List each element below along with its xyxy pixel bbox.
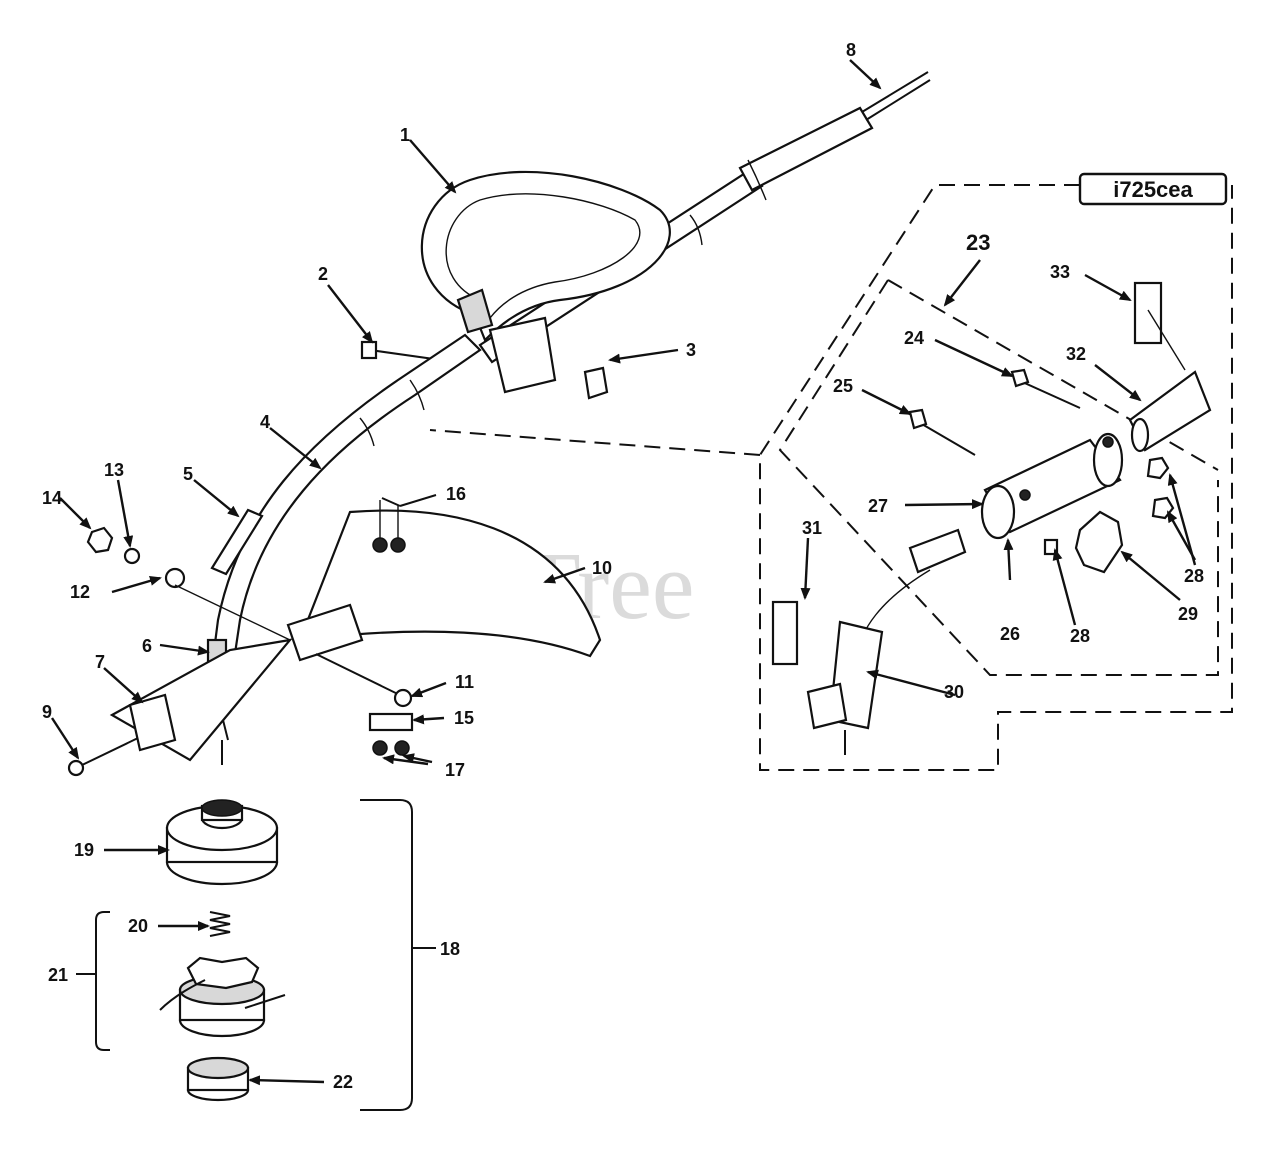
callout-1: 1 <box>400 125 410 145</box>
callout-arrows <box>50 59 1197 1086</box>
label-5 <box>210 508 264 576</box>
callout-8: 8 <box>846 40 856 60</box>
spring-20 <box>209 911 231 937</box>
nut-16b <box>390 537 406 553</box>
callout-25: 25 <box>833 376 853 396</box>
nut-14 <box>86 526 114 554</box>
callout-2: 2 <box>318 264 328 284</box>
spool-21 <box>186 956 260 990</box>
washer-12 <box>164 567 186 589</box>
callout-23: 23 <box>966 230 990 255</box>
callout-16: 16 <box>446 484 466 504</box>
model-label: i725cea <box>1113 177 1193 202</box>
callout-19: 19 <box>74 840 94 860</box>
callout-labels: 8 1 2 3 4 5 6 7 9 10 11 12 13 14 15 16 1… <box>42 40 1204 1092</box>
callout-14: 14 <box>42 488 62 508</box>
guard-bolt-11 <box>315 653 411 701</box>
callout-10: 10 <box>592 558 612 578</box>
callout-33: 33 <box>1050 262 1070 282</box>
callout-5: 5 <box>183 464 193 484</box>
callout-22: 22 <box>333 1072 353 1092</box>
callout-3: 3 <box>686 340 696 360</box>
guard-mount <box>286 603 364 662</box>
callout-21: 21 <box>48 965 68 985</box>
drive-cable <box>861 71 929 113</box>
bolt-25 <box>914 419 976 456</box>
knob-22 <box>186 1056 250 1080</box>
callout-7: 7 <box>95 652 105 672</box>
inner-dashed-box <box>778 279 1219 676</box>
plate-15 <box>368 712 414 732</box>
nut-17b <box>394 740 410 756</box>
callout-6: 6 <box>142 636 152 656</box>
callout-12: 12 <box>70 582 90 602</box>
trim-line <box>159 979 206 1011</box>
callout-20: 20 <box>128 916 148 936</box>
callout-9: 9 <box>42 702 52 722</box>
model-label-box <box>1078 172 1228 206</box>
callout-27: 27 <box>868 496 888 516</box>
callout-24: 24 <box>904 328 924 348</box>
callout-4: 4 <box>260 412 270 432</box>
optional-kit: i725cea <box>429 172 1233 771</box>
callout-15: 15 <box>454 708 474 728</box>
label-31 <box>771 600 799 666</box>
callout-30: 30 <box>944 682 964 702</box>
shaft-sleeve <box>738 106 874 192</box>
handle-clamp <box>488 316 557 394</box>
bolt-24 <box>1017 379 1081 409</box>
bracket-18 <box>360 799 413 1111</box>
callout-31: 31 <box>802 518 822 538</box>
drive-cable-edge <box>865 79 931 121</box>
callout-29: 29 <box>1178 604 1198 624</box>
coupler-end <box>1092 432 1124 488</box>
knob-29 <box>1074 510 1124 574</box>
callout-26: 26 <box>1000 624 1020 644</box>
label-33 <box>1133 281 1163 345</box>
callout-17: 17 <box>445 760 465 780</box>
nut-16a <box>372 537 388 553</box>
bracket-7 <box>128 693 177 752</box>
callout-13: 13 <box>104 460 124 480</box>
trimmer-head <box>95 799 413 1111</box>
bolt-9 <box>79 737 139 767</box>
callout-32: 32 <box>1066 344 1086 364</box>
callout-28a: 28 <box>1184 566 1204 586</box>
clip-3 <box>583 366 609 400</box>
callout-11: 11 <box>455 672 474 692</box>
callout-18: 18 <box>440 939 460 959</box>
shaft-assembly <box>67 71 931 777</box>
nut-28a <box>1146 456 1170 480</box>
bracket-21 <box>95 911 110 1051</box>
lockwasher-13 <box>123 547 141 565</box>
coupler-27 <box>980 484 1016 540</box>
attach-tip <box>908 528 967 574</box>
outer-dashed-box <box>759 184 1233 771</box>
nut-17a <box>372 740 388 756</box>
handle-thread <box>456 288 494 334</box>
callout-28b: 28 <box>1070 626 1090 646</box>
